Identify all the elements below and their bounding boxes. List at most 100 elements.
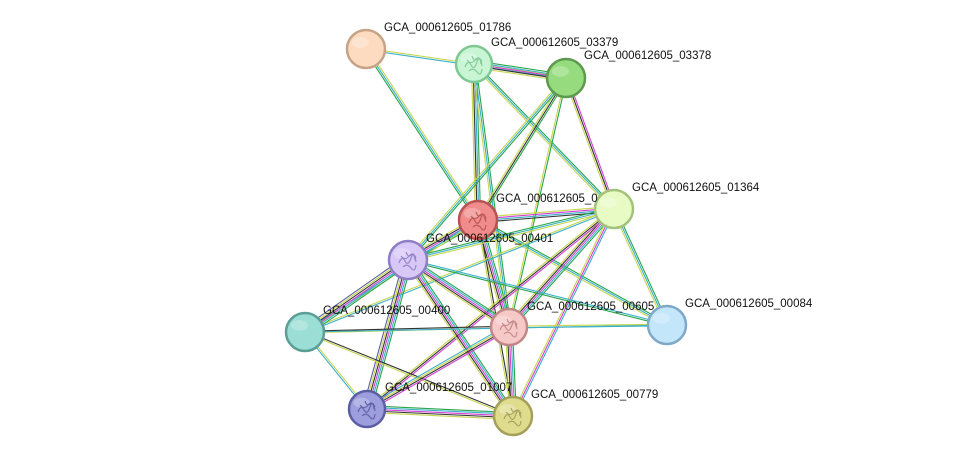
protein-structure-icon — [357, 400, 376, 420]
edge-n03378-n00401[interactable] — [406, 76, 568, 262]
edge-evidence-line — [567, 77, 617, 209]
node-highlight — [351, 37, 369, 48]
node-circle[interactable] — [545, 57, 587, 99]
edge-evidence-line — [365, 259, 408, 409]
edge-evidence-line — [307, 263, 411, 336]
edge-evidence-line — [508, 208, 615, 328]
edge-evidence-line — [506, 206, 612, 326]
edge-n00400-n00779[interactable] — [304, 330, 514, 418]
node-label: GCA_000612605_00779 — [531, 389, 658, 401]
node-highlight — [551, 66, 569, 77]
edge-n01364-n00084[interactable] — [611, 208, 670, 326]
node-highlight — [393, 248, 411, 259]
edge-evidence-line — [408, 258, 511, 327]
edge-evidence-line — [404, 261, 511, 419]
edge-evidence-line — [407, 77, 567, 261]
node-n01364[interactable]: GCA_000612605_01364 — [593, 182, 760, 230]
edge-evidence-line — [507, 207, 614, 327]
edge-evidence-line — [477, 219, 668, 326]
edge-n01364-n00401[interactable] — [407, 206, 615, 263]
edge-evidence-line — [367, 260, 410, 410]
node-n01007[interactable]: GCA_000612605_01007 — [347, 382, 512, 429]
edge-n00605-n01007[interactable] — [365, 324, 511, 412]
edge-evidence-line — [407, 260, 667, 327]
edge-evidence-line — [304, 332, 513, 418]
node-highlight — [290, 320, 308, 331]
edges-layer — [302, 47, 670, 420]
node-n03378[interactable]: GCA_000612605_03378 — [545, 50, 711, 99]
node-circle[interactable] — [345, 28, 387, 70]
edge-evidence-line — [367, 327, 510, 411]
edge-evidence-line — [368, 328, 511, 412]
edge-evidence-line — [304, 325, 509, 332]
protein-structure-icon — [464, 55, 483, 75]
edge-evidence-line — [407, 208, 615, 261]
edge-evidence-line — [509, 325, 668, 329]
node-highlight — [652, 313, 670, 324]
node-circle[interactable] — [454, 44, 494, 84]
edge-evidence-line — [408, 78, 568, 262]
node-highlight — [498, 404, 516, 415]
edge-n01364-n00605[interactable] — [506, 206, 617, 330]
node-n00400[interactable]: GCA_000612605_00400 — [284, 305, 450, 353]
edge-n01007-n00779[interactable] — [366, 405, 514, 420]
edge-n03378-nCenter[interactable] — [476, 76, 568, 222]
edge-evidence-line — [305, 330, 514, 416]
node-label: GCA_000612605_00401 — [426, 233, 553, 245]
edge-evidence-line — [508, 323, 667, 327]
edge-n00401-n00084[interactable] — [407, 258, 668, 327]
edge-n03379-n01364[interactable] — [472, 62, 616, 211]
edge-n01364-n00779[interactable] — [510, 208, 617, 417]
node-n00605[interactable]: GCA_000612605_00605 — [489, 301, 654, 347]
node-nCenter[interactable]: GCA_000612605_0 — [457, 193, 598, 241]
edge-evidence-line — [615, 208, 670, 325]
node-n01786[interactable]: GCA_000612605_01786 — [345, 22, 511, 70]
edge-evidence-line — [304, 258, 408, 332]
edge-evidence-line — [565, 77, 615, 210]
edge-evidence-line — [407, 259, 514, 417]
edge-n00401-n00400[interactable] — [302, 256, 411, 336]
edge-n03378-n01364[interactable] — [563, 77, 617, 210]
node-circle[interactable] — [646, 304, 688, 346]
node-label: GCA_000612605_0 — [496, 193, 598, 205]
edge-evidence-line — [509, 209, 616, 329]
node-circle[interactable] — [457, 199, 499, 241]
edge-evidence-line — [477, 77, 567, 221]
node-highlight — [495, 315, 512, 326]
edge-evidence-line — [409, 256, 512, 325]
edge-n01364-n00400[interactable] — [304, 207, 615, 334]
edge-n00401-n01007[interactable] — [362, 258, 413, 411]
edge-n00605-n00084[interactable] — [508, 323, 668, 329]
edge-evidence-line — [405, 262, 508, 331]
node-circle[interactable] — [347, 389, 387, 429]
edge-evidence-line — [406, 260, 513, 418]
edge-evidence-line — [306, 261, 410, 335]
node-circle[interactable] — [489, 307, 529, 347]
node-circle[interactable] — [593, 188, 635, 230]
edge-evidence-line — [406, 260, 509, 329]
edge-evidence-line — [410, 257, 517, 415]
edge-n00401-n00779[interactable] — [404, 257, 517, 419]
node-n00084[interactable]: GCA_000612605_00084 — [646, 298, 813, 346]
protein-structure-icon — [503, 407, 522, 427]
edge-evidence-line — [477, 205, 614, 219]
edge-n01786-nCenter[interactable] — [364, 47, 480, 222]
node-n00401[interactable]: GCA_000612605_00401 — [387, 233, 553, 281]
node-circle[interactable] — [492, 395, 534, 437]
edge-evidence-line — [302, 256, 406, 329]
edge-evidence-line — [365, 48, 479, 221]
edge-evidence-line — [408, 210, 615, 263]
node-highlight — [460, 52, 477, 63]
edge-evidence-line — [303, 257, 407, 331]
node-circle[interactable] — [284, 311, 326, 353]
edge-evidence-line — [367, 405, 514, 414]
node-n03379[interactable]: GCA_000612605_03379 — [454, 37, 618, 84]
edge-evidence-line — [471, 64, 508, 328]
edge-evidence-line — [472, 64, 614, 211]
node-circle[interactable] — [387, 239, 429, 281]
node-highlight — [353, 397, 370, 408]
edge-evidence-line — [613, 208, 668, 326]
node-label: GCA_000612605_03379 — [491, 37, 618, 49]
node-n00779[interactable]: GCA_000612605_00779 — [492, 389, 658, 437]
